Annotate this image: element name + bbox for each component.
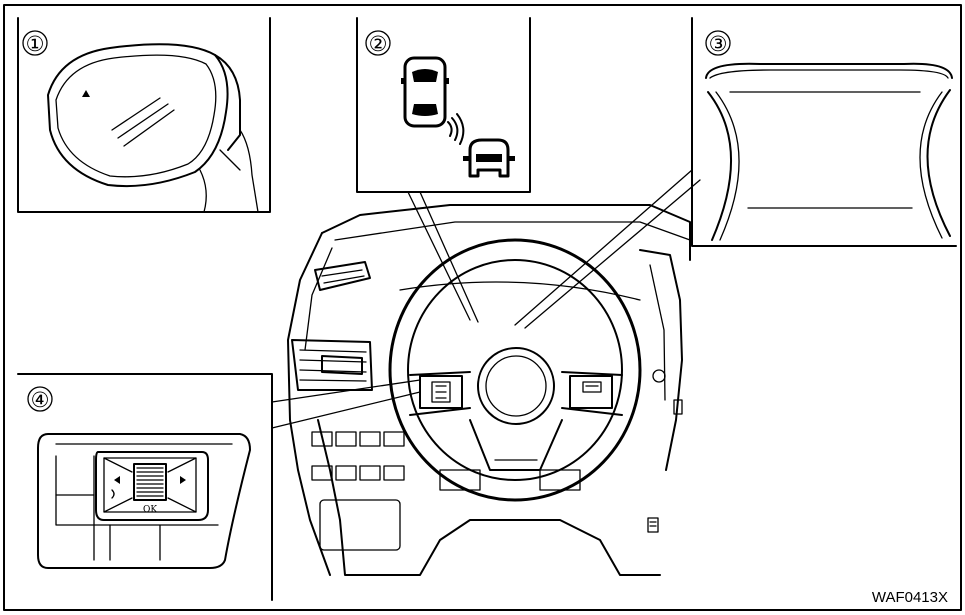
figure-frame	[3, 4, 962, 611]
panel-4-steering-switch: ④ OK	[17, 373, 273, 601]
figure-code: WAF0413X	[872, 589, 948, 606]
dashboard-drawing	[287, 204, 691, 576]
back-icon	[111, 489, 115, 499]
callout-2-circle	[365, 30, 391, 56]
left-arrow-icon	[114, 476, 120, 484]
console-buttons	[311, 431, 581, 551]
callout-1-circle	[22, 30, 48, 56]
right-arrow-icon	[180, 476, 186, 484]
panel-1-side-mirror: ①	[17, 17, 271, 213]
callout-2: ②	[369, 32, 388, 56]
steering-wheel	[388, 238, 642, 502]
ok-scroll-wheel	[133, 463, 167, 501]
ok-label: OK	[143, 505, 157, 515]
callout-3: ③	[709, 32, 728, 56]
callout-3-circle	[705, 30, 731, 56]
panel-2-warning-symbol: ②	[356, 17, 531, 193]
panel-3-meter-display: ③	[691, 17, 957, 247]
detection-waves-icon	[447, 113, 465, 145]
left-air-vent	[291, 339, 373, 391]
callout-4: ④	[31, 388, 50, 412]
callout-4-circle	[27, 386, 53, 412]
detected-vehicle-icon	[463, 138, 515, 178]
callout-1: ①	[26, 32, 45, 56]
mirror-indicator-icon	[82, 90, 90, 97]
upper-air-vent	[314, 261, 371, 291]
own-vehicle-icon	[401, 56, 449, 128]
leader-lines	[271, 169, 701, 429]
